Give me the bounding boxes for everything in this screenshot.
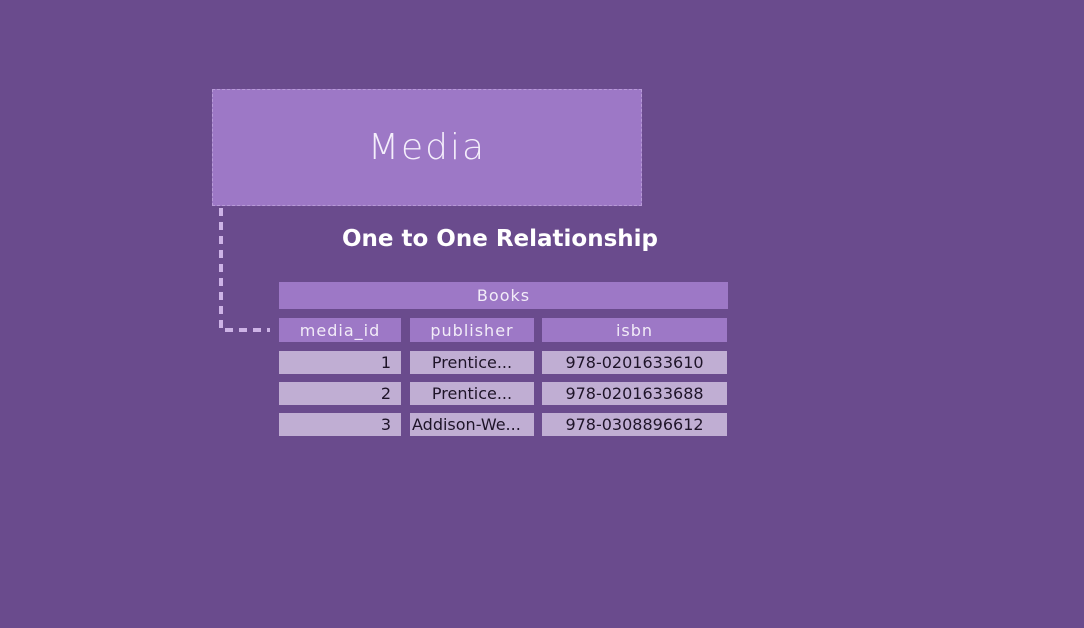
media-entity-box: Media: [212, 89, 642, 206]
media-entity-title: Media: [367, 127, 487, 168]
column-header-isbn: isbn: [542, 318, 727, 342]
cell-media-id: 1: [279, 351, 401, 374]
cell-isbn: 978-0308896612: [542, 413, 727, 436]
relationship-label: One to One Relationship: [341, 226, 659, 252]
cell-media-id: 2: [279, 382, 401, 405]
cell-media-id: 3: [279, 413, 401, 436]
connector-dashed-line: [219, 208, 270, 332]
cell-isbn: 978-0201633610: [542, 351, 727, 374]
column-header-media-id: media_id: [279, 318, 401, 342]
column-header-publisher: publisher: [410, 318, 534, 342]
books-table-title: Books: [279, 282, 728, 309]
cell-publisher: Addison-We...: [410, 413, 534, 436]
cell-publisher: Prentice...: [410, 382, 534, 405]
cell-isbn: 978-0201633688: [542, 382, 727, 405]
cell-publisher: Prentice...: [410, 351, 534, 374]
